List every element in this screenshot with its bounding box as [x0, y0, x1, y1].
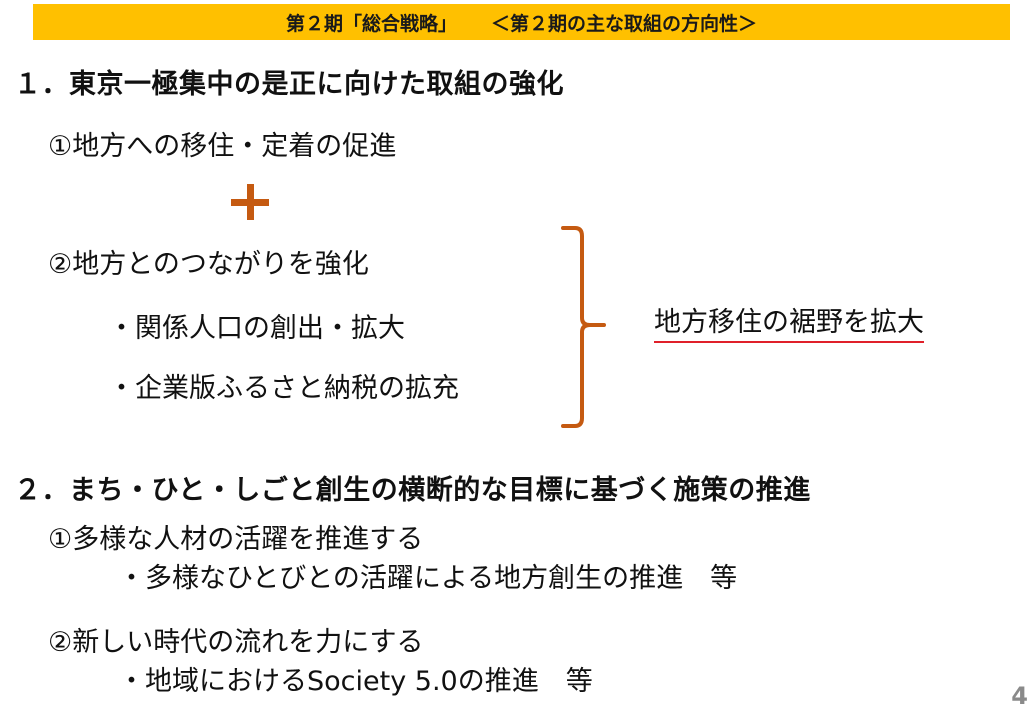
- section2-item1: ①多様な人材の活躍を推進する: [48, 524, 424, 555]
- plus-icon: [231, 184, 269, 220]
- section2-item2: ②新しい時代の流れを力にする: [48, 627, 424, 658]
- header-bar: 第２期「総合戦略」 ＜第２期の主な取組の方向性＞: [33, 4, 1010, 40]
- right-brace-icon: [561, 226, 606, 428]
- section1-bullet-1: ・関係人口の創出・拡大: [108, 313, 405, 344]
- result-text: 地方移住の裾野を拡大: [654, 306, 924, 343]
- section2-item2-bullet: ・地域におけるSociety 5.0の推進 等: [118, 666, 593, 697]
- section1-bullet-2: ・企業版ふるさと納税の拡充: [108, 373, 459, 404]
- section1-item2: ②地方とのつながりを強化: [48, 249, 369, 280]
- section1-item1: ①地方への移住・定着の促進: [48, 131, 397, 162]
- section2-item1-bullet: ・多様なひとびとの活躍による地方創生の推進 等: [118, 563, 738, 594]
- section2-title: ２．まち・ひと・しごと創生の横断的な目標に基づく施策の推進: [14, 475, 811, 506]
- header-title-left: 第２期「総合戦略」: [285, 12, 457, 35]
- header-title-right: ＜第２期の主な取組の方向性＞: [491, 12, 758, 35]
- page-number: 4: [1011, 682, 1028, 710]
- section1-title: １．東京一極集中の是正に向けた取組の強化: [14, 69, 564, 100]
